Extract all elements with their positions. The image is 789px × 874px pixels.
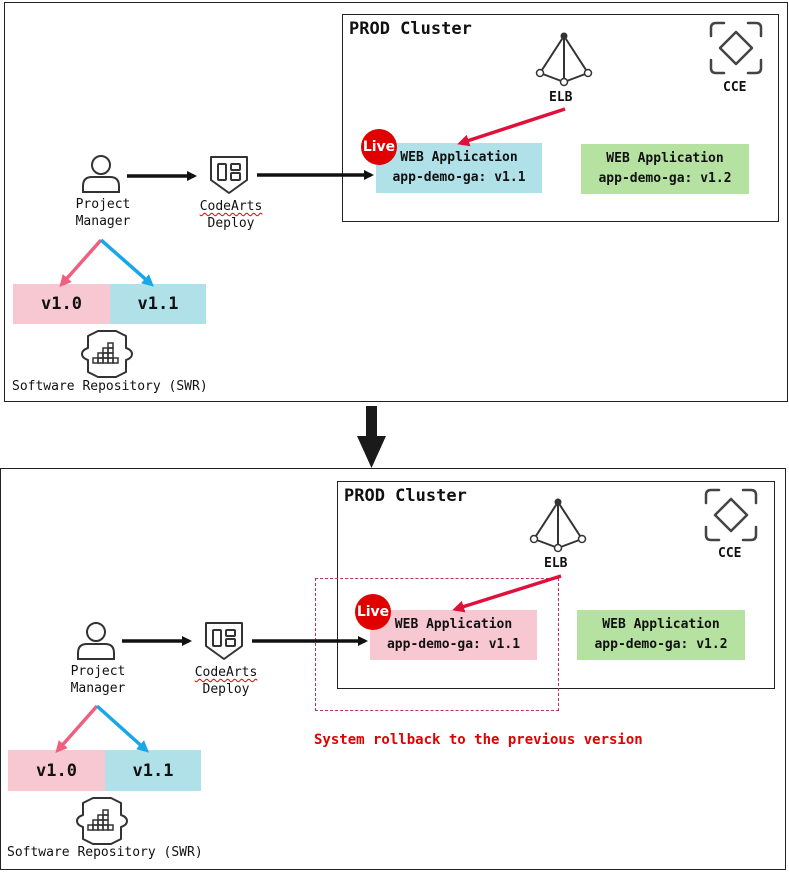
top-project-manager-icon [80, 152, 122, 194]
bottom-web-app-live: WEB Application app-demo-ga: v1.1 [370, 610, 537, 660]
top-swr-label: Software Repository (SWR) [12, 379, 208, 394]
top-version-v1-0: v1.0 [13, 284, 110, 324]
bottom-elb-label: ELB [544, 556, 568, 571]
rollback-message: System rollback to the previous version [314, 732, 643, 748]
bottom-deploy-label: CodeArts Deploy [188, 664, 264, 698]
pm-label-line1: Project [70, 664, 126, 679]
top-codearts-deploy-icon [208, 154, 250, 196]
app-title: WEB Application [602, 617, 720, 632]
app-title: WEB Application [394, 617, 513, 632]
bottom-cce-icon [703, 487, 759, 543]
bottom-web-app-other: WEB Application app-demo-ga: v1.2 [577, 610, 745, 660]
top-swr-icon [78, 328, 136, 380]
deploy-label-line1: CodeArts [194, 665, 258, 680]
bottom-version-v1-0: v1.0 [8, 750, 105, 791]
top-cluster-title: PROD Cluster [349, 19, 472, 39]
pm-label-line2: Manager [75, 214, 131, 229]
app-title: WEB Application [606, 151, 724, 166]
app-version: app-demo-ga: v1.1 [386, 637, 521, 652]
bottom-swr-icon [73, 795, 131, 847]
pm-label-line2: Manager [70, 681, 126, 696]
bottom-pm-label: Project Manager [63, 663, 133, 697]
deploy-label-line2: Deploy [207, 216, 255, 231]
top-cce-icon [708, 20, 764, 76]
bottom-cluster-title: PROD Cluster [344, 486, 467, 506]
top-pm-label: Project Manager [68, 196, 138, 230]
pm-label-line1: Project [75, 197, 131, 212]
app-version: app-demo-ga: v1.1 [392, 170, 526, 185]
top-web-app-live: WEB Application app-demo-ga: v1.1 [376, 143, 542, 193]
deploy-label-line2: Deploy [202, 682, 250, 697]
bottom-project-manager-icon [75, 619, 117, 661]
top-deploy-label: CodeArts Deploy [193, 198, 269, 232]
top-version-v1-1: v1.1 [110, 284, 206, 324]
rollback-highlight-region [315, 578, 559, 711]
top-cce-label: CCE [723, 80, 747, 95]
top-web-app-other: WEB Application app-demo-ga: v1.2 [581, 144, 749, 194]
app-title: WEB Application [400, 150, 518, 165]
bottom-live-badge: Live [355, 594, 391, 630]
top-live-badge: Live [361, 129, 397, 165]
top-elb-label: ELB [549, 90, 573, 105]
bottom-cce-label: CCE [718, 546, 742, 561]
bottom-codearts-deploy-icon [203, 620, 245, 662]
bottom-swr-label: Software Repository (SWR) [7, 845, 203, 860]
bottom-elb-icon [529, 498, 587, 554]
top-elb-icon [535, 32, 593, 88]
deploy-label-line1: CodeArts [199, 199, 263, 214]
app-version: app-demo-ga: v1.2 [598, 171, 732, 186]
app-version: app-demo-ga: v1.2 [594, 637, 728, 652]
bottom-version-v1-1: v1.1 [105, 750, 201, 791]
